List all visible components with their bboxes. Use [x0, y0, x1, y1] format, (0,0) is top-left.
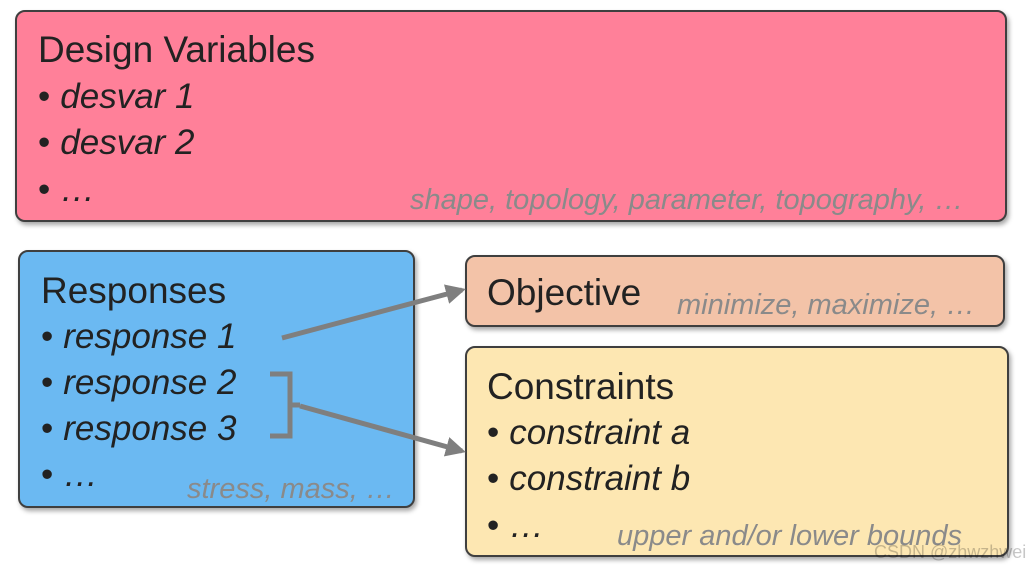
response-label: response 1: [63, 317, 237, 356]
design-variable-label: desvar 1: [60, 77, 195, 116]
responses-box: [18, 250, 415, 508]
constraint-label: constraint b: [509, 459, 691, 498]
bullet-icon: •: [38, 123, 51, 162]
constraint-item: •constraint b: [487, 461, 690, 496]
design-variable-item: •…: [38, 172, 95, 207]
constraint-item: •constraint a: [487, 415, 690, 450]
design-variable-label: …: [60, 170, 96, 209]
responses-title: Responses: [41, 270, 227, 311]
bullet-icon: •: [487, 459, 500, 498]
responses-hint: stress, mass, …: [187, 473, 395, 505]
design-variables-title: Design Variables: [38, 29, 315, 70]
response-label: response 2: [63, 363, 237, 402]
constraints-title: Constraints: [487, 366, 675, 407]
response-item: •response 2: [41, 365, 236, 400]
responses-bracket: [270, 371, 300, 439]
bullet-icon: •: [38, 170, 51, 209]
bullet-icon: •: [487, 506, 500, 545]
design-variables-box: [15, 10, 1007, 222]
design-variable-item: •desvar 2: [38, 125, 195, 160]
bullet-icon: •: [41, 363, 54, 402]
objective-title: Objective: [487, 272, 642, 313]
design-variable-item: •desvar 1: [38, 79, 195, 114]
watermark: CSDN @zhwzhwei: [874, 542, 1026, 562]
constraint-label: …: [509, 506, 545, 545]
objective-box: [465, 255, 1005, 327]
bullet-icon: •: [41, 455, 54, 494]
response-item: •response 3: [41, 411, 236, 446]
bullet-icon: •: [487, 413, 500, 452]
response-label: …: [63, 455, 99, 494]
response-item: •response 1: [41, 319, 236, 354]
constraint-label: constraint a: [509, 413, 691, 452]
design-variable-label: desvar 2: [60, 123, 195, 162]
arrow-response-to-objective: [281, 284, 466, 341]
arrow-responses-to-constraints: [299, 403, 466, 457]
bullet-icon: •: [41, 317, 54, 356]
constraints-box: [465, 346, 1009, 557]
bullet-icon: •: [41, 409, 54, 448]
bullet-icon: •: [38, 77, 51, 116]
response-label: response 3: [63, 409, 237, 448]
constraint-item: •…: [487, 508, 544, 543]
constraints-hint: upper and/or lower bounds: [617, 520, 963, 552]
objective-hint: minimize, maximize, …: [677, 289, 976, 321]
design-variables-hint: shape, topology, parameter, topography, …: [410, 184, 964, 216]
response-item: •…: [41, 457, 98, 492]
